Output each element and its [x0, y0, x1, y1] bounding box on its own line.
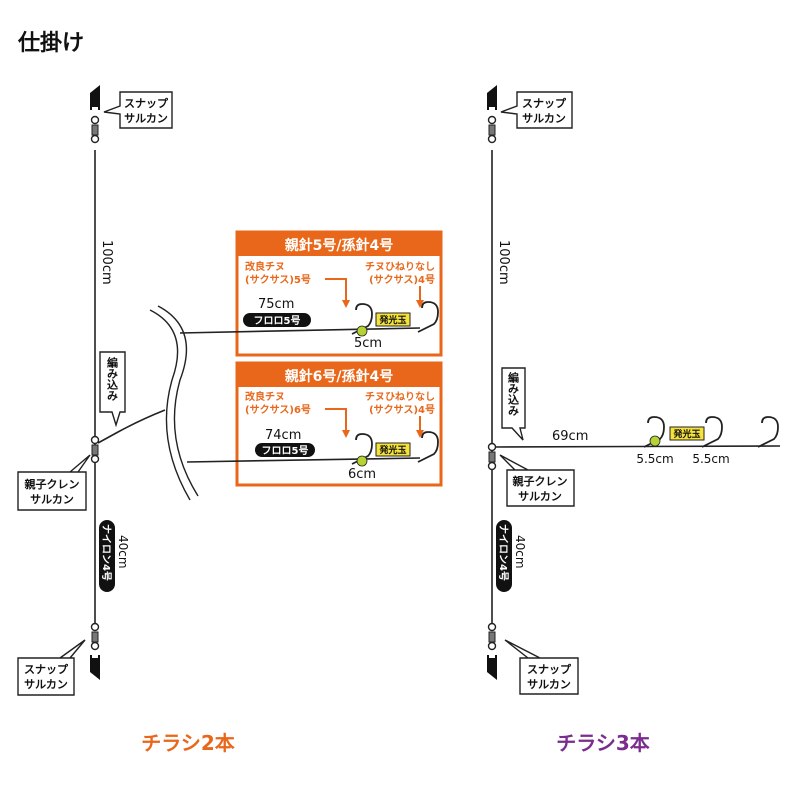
right-rig: スナップ サルカン 100cm 編み込み 親子クレン サルカン 69cm 発光玉… — [487, 85, 781, 755]
swivel-bottom-icon — [90, 622, 100, 651]
split-curve-icon — [149, 309, 191, 501]
bead-label: 発光玉 — [378, 314, 406, 326]
swivel-top-icon — [90, 115, 100, 144]
hook2-name: チヌひねりなし — [365, 391, 435, 403]
hook2-size: (サクサス)4号 — [369, 274, 435, 286]
svg-text:スナップ: スナップ — [24, 662, 69, 676]
branch-length-label: 69cm — [552, 429, 588, 444]
amikomi-label: 編み込み — [501, 367, 526, 441]
arrow-icon — [342, 430, 350, 438]
left-rig: スナップ サルカン 100cm 編み込み 親子クレン サルカン ナイロン4号 4… — [17, 85, 443, 755]
svg-text:サルカン: サルカン — [124, 112, 168, 125]
hook2-size: (サクサス)4号 — [369, 404, 435, 416]
bead-icon — [356, 455, 368, 467]
bottom-line-label: ナイロン4号 — [100, 524, 112, 581]
arrow-icon — [416, 430, 424, 438]
bead-label: 発光玉 — [672, 428, 700, 440]
branch-swivel-icon — [90, 435, 100, 464]
hook-icon — [701, 416, 723, 448]
line-spec-pill — [243, 313, 311, 327]
svg-text:スナップ: スナップ — [527, 662, 572, 676]
main-length-label: 100cm — [99, 240, 114, 285]
line-spec-label: フロロ5号 — [254, 315, 301, 327]
hook-panel-1: 親針5号/孫針4号 改良チヌ (サクサス)5号 チヌひねりなし (サクサス)4号… — [179, 230, 443, 357]
line-spec-pill — [255, 443, 315, 457]
arrow-icon — [342, 300, 350, 308]
bead-tag — [375, 312, 411, 327]
gap-label: 5cm — [354, 336, 382, 351]
snap-top-label: スナップ サルカン — [103, 91, 173, 129]
svg-text:サルカン: サルカン — [30, 493, 74, 506]
bead-tag — [669, 426, 705, 441]
svg-text:編み込み: 編み込み — [507, 371, 520, 417]
bottom-length-label: 40cm — [116, 535, 130, 569]
branch-swivel-icon — [487, 442, 497, 471]
length-label: 75cm — [258, 297, 294, 312]
snap-bottom-icon — [90, 653, 100, 680]
main-length-label: 100cm — [496, 240, 511, 285]
hook-icon — [757, 416, 779, 448]
panel-header: 親針6号/孫針4号 — [285, 368, 394, 385]
arrow-icon — [325, 408, 347, 432]
line-spec-pill — [99, 520, 115, 592]
gap-label: 5.5cm — [692, 452, 729, 466]
snap-top-label: スナップ サルカン — [500, 91, 573, 129]
line-spec-pill — [496, 520, 512, 592]
hook2-name: チヌひねりなし — [365, 261, 435, 273]
svg-text:サルカン: サルカン — [527, 678, 571, 691]
left-caption: チラシ2本 — [141, 731, 235, 755]
hook1-name: 改良チヌ — [245, 390, 285, 403]
bottom-length-label: 40cm — [513, 535, 527, 569]
bead-icon — [649, 435, 661, 447]
svg-text:サルカン: サルカン — [518, 490, 562, 503]
branch-line — [495, 445, 781, 448]
swivel-top-icon — [487, 115, 497, 144]
right-caption: チラシ3本 — [556, 731, 650, 755]
panel-header: 親針5号/孫針4号 — [285, 237, 394, 254]
svg-text:サルカン: サルカン — [522, 112, 566, 125]
snap-top-icon — [90, 85, 100, 112]
snap-bottom-label: スナップ サルカン — [17, 639, 86, 696]
gap-label: 6cm — [348, 467, 376, 482]
hook1-size: (サクサス)5号 — [245, 274, 311, 286]
arrow-icon — [416, 300, 424, 308]
amikomi-label: 編み込み — [99, 351, 126, 428]
bead-tag — [375, 442, 411, 457]
split-curve-icon — [157, 305, 199, 497]
svg-text:スナップ: スナップ — [124, 96, 169, 110]
swivel-label: 親子クレン サルカン — [17, 454, 91, 511]
page-title: 仕掛け — [17, 31, 84, 56]
bead-icon — [356, 325, 368, 337]
branch-line — [97, 409, 166, 444]
gap-label: 5.5cm — [636, 452, 673, 466]
hook1-name: 改良チヌ — [245, 260, 285, 273]
snap-top-icon — [487, 85, 497, 112]
snap-bottom-icon — [487, 653, 497, 680]
bead-label: 発光玉 — [378, 444, 406, 456]
hook1-size: (サクサス)6号 — [245, 404, 311, 416]
hook-panel-2: 親針6号/孫針4号 改良チヌ (サクサス)6号 チヌひねりなし (サクサス)4号… — [186, 361, 443, 487]
snap-bottom-label: スナップ サルカン — [504, 639, 579, 695]
swivel-label: 親子クレン サルカン — [499, 454, 575, 507]
svg-text:編み込み: 編み込み — [106, 356, 119, 402]
swivel-bottom-icon — [487, 622, 497, 651]
bottom-line-label: ナイロン4号 — [497, 524, 509, 581]
svg-text:スナップ: スナップ — [522, 96, 567, 110]
length-label: 74cm — [265, 428, 301, 443]
svg-text:親子クレン: 親子クレン — [25, 477, 80, 491]
line-spec-label: フロロ5号 — [262, 445, 309, 457]
svg-text:サルカン: サルカン — [24, 678, 68, 691]
arrow-icon — [325, 278, 347, 302]
svg-text:親子クレン: 親子クレン — [513, 474, 568, 488]
